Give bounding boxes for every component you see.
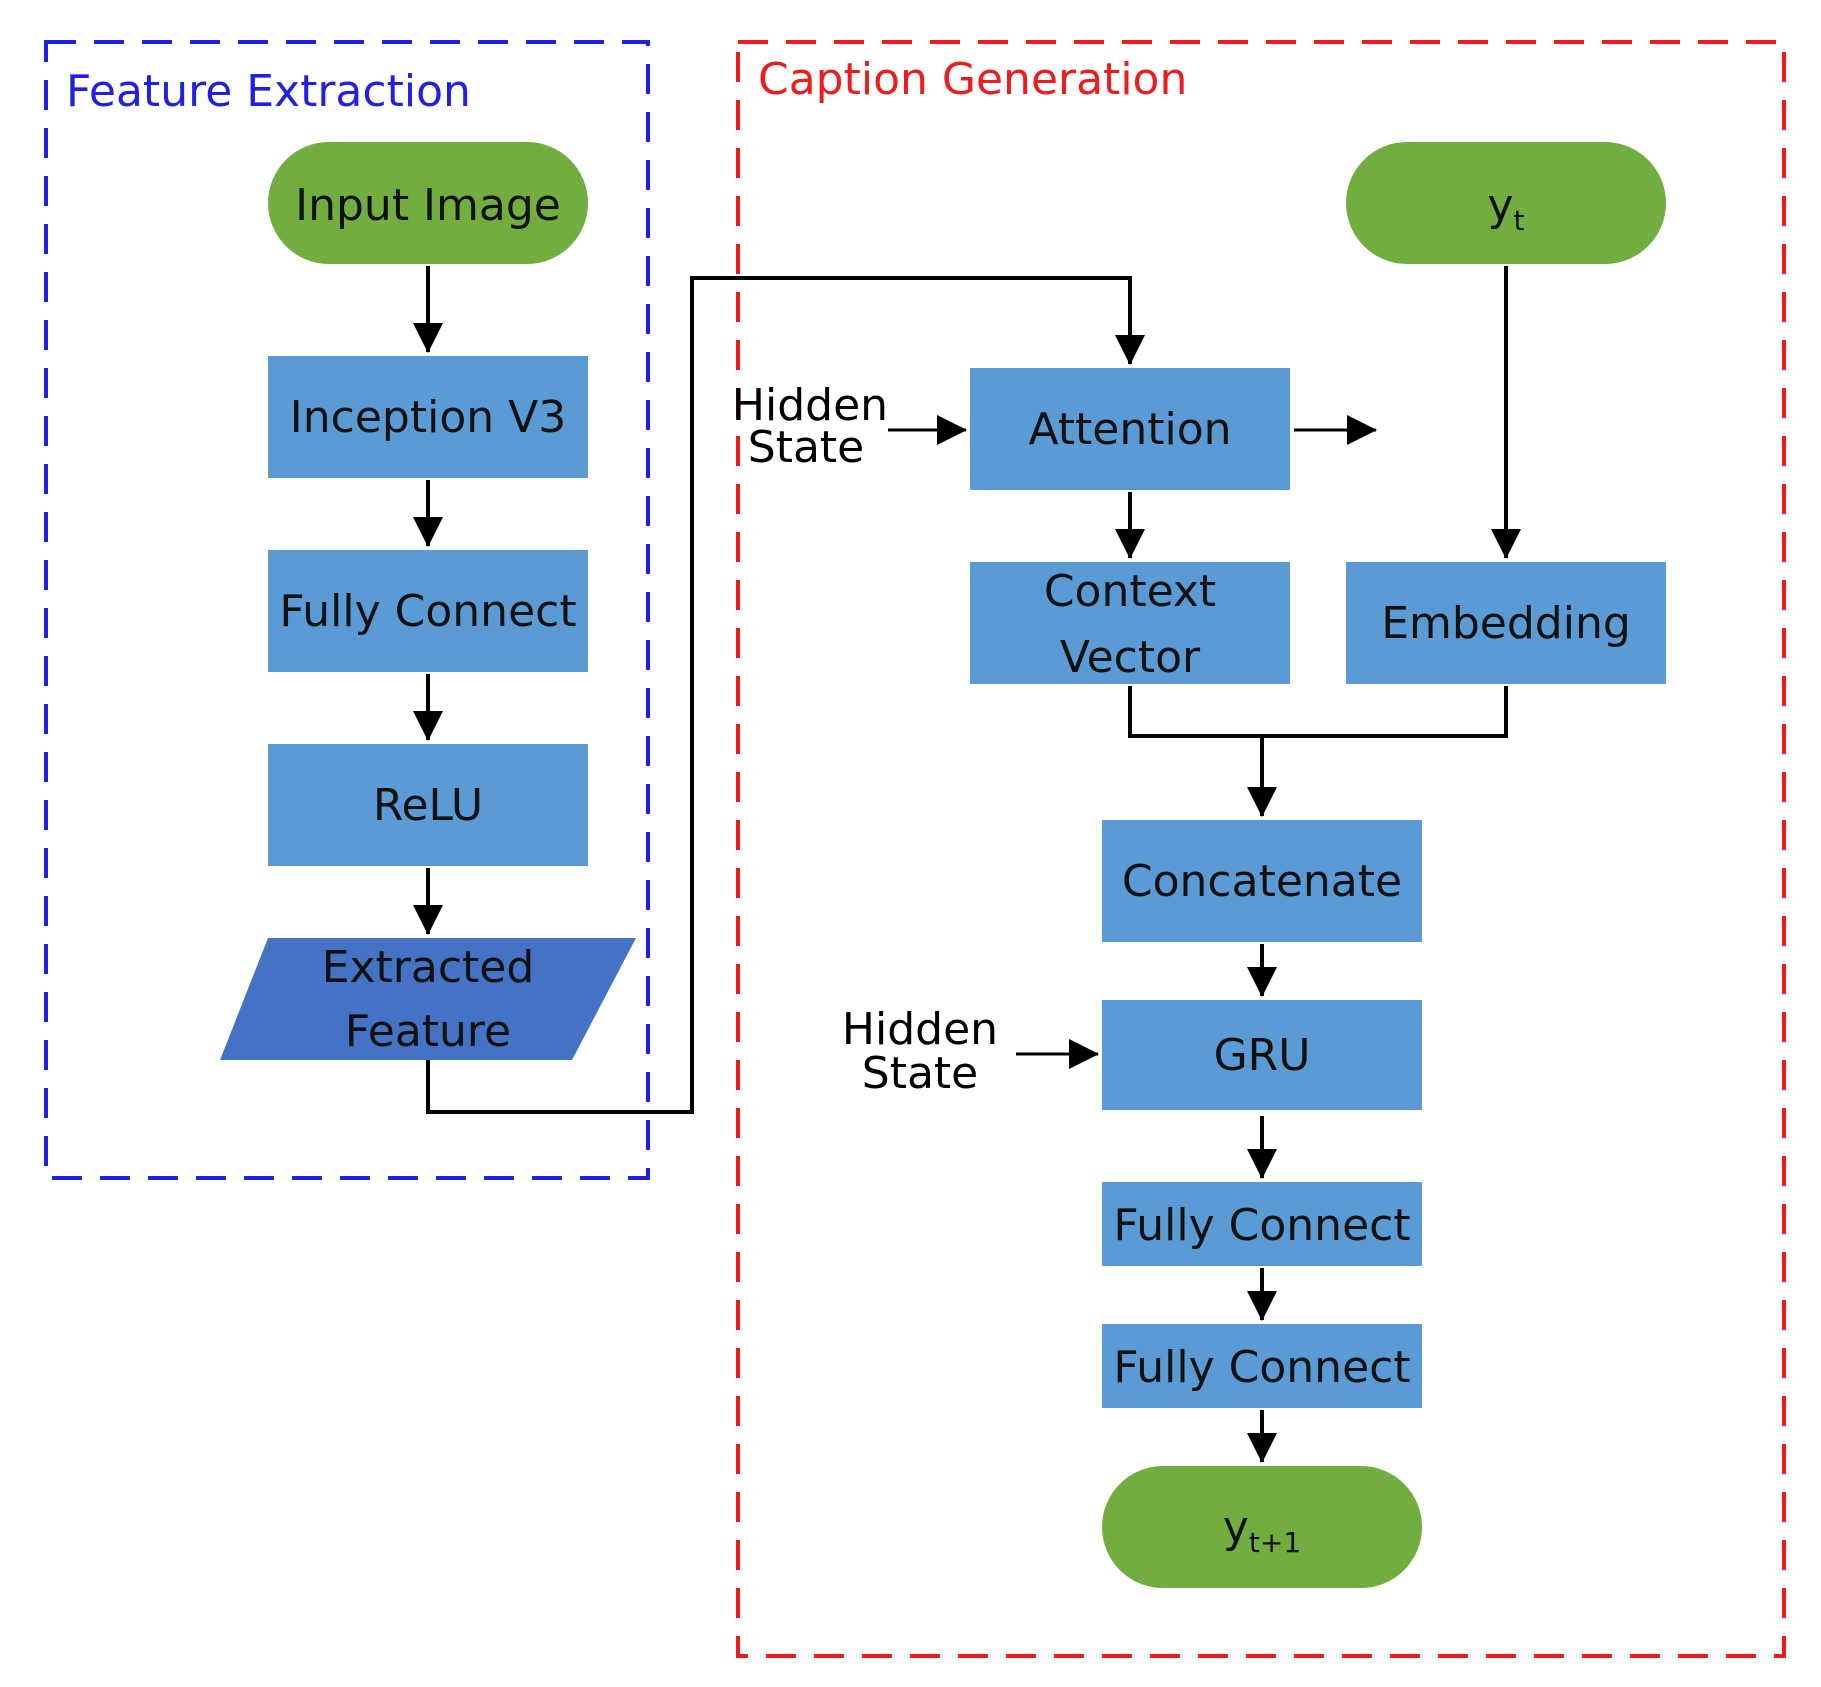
attention-node <box>970 368 1290 490</box>
embedding-label: Embedding <box>1381 598 1631 649</box>
relu-label: ReLU <box>373 780 483 831</box>
y-t-sub: t <box>1514 204 1525 237</box>
fully-connect-3-label: Fully Connect <box>1113 1342 1410 1393</box>
y-t1-label: yt+1 <box>1223 1502 1301 1559</box>
gru-node <box>1102 1000 1422 1110</box>
input-image-node <box>268 142 588 264</box>
feature-extraction-group <box>44 40 650 1180</box>
fully-connect-1-node <box>268 550 588 672</box>
feature-extraction-title: Feature Extraction <box>66 66 471 117</box>
fully-connect-2-node <box>1102 1182 1422 1266</box>
context-vector-node <box>970 562 1290 684</box>
inception-v3-node <box>268 356 588 478</box>
extracted-feature-label-line2: Feature <box>345 1006 511 1057</box>
gru-label: GRU <box>1214 1030 1311 1081</box>
context-vector-label-line2: Vector <box>1060 632 1201 683</box>
hidden-state-gru-line1: Hidden <box>842 1004 998 1055</box>
context-vector-label-line1: Context <box>1044 566 1216 617</box>
fully-connect-1-label: Fully Connect <box>279 586 576 637</box>
caption-generation-group <box>736 40 1786 1658</box>
inception-v3-label: Inception V3 <box>290 392 566 443</box>
y-t1-base: y <box>1223 1502 1249 1553</box>
fully-connect-2-label: Fully Connect <box>1113 1200 1410 1251</box>
hidden-state-attention-line2: State <box>748 422 864 473</box>
y-t-base: y <box>1487 180 1513 231</box>
y-t1-node <box>1102 1466 1422 1588</box>
concatenate-label: Concatenate <box>1122 856 1402 907</box>
concatenate-node <box>1102 820 1422 942</box>
y-t-label: yt <box>1487 180 1524 237</box>
y-t1-sub: t+1 <box>1249 1526 1301 1559</box>
fully-connect-3-node <box>1102 1324 1422 1408</box>
extracted-feature-node <box>220 938 636 1060</box>
hidden-state-attention-line1: Hidden <box>732 380 888 431</box>
caption-generation-title: Caption Generation <box>758 54 1187 105</box>
hidden-state-gru-line2: State <box>862 1048 978 1099</box>
attention-label: Attention <box>1028 404 1231 455</box>
embedding-node <box>1346 562 1666 684</box>
arrow-extracted-to-attention <box>426 276 1145 1114</box>
y-t-node <box>1346 142 1666 264</box>
extracted-feature-label-line1: Extracted <box>322 942 535 993</box>
relu-node <box>268 744 588 866</box>
connector-context-merge <box>1128 686 1508 738</box>
input-image-label: Input Image <box>295 180 561 231</box>
